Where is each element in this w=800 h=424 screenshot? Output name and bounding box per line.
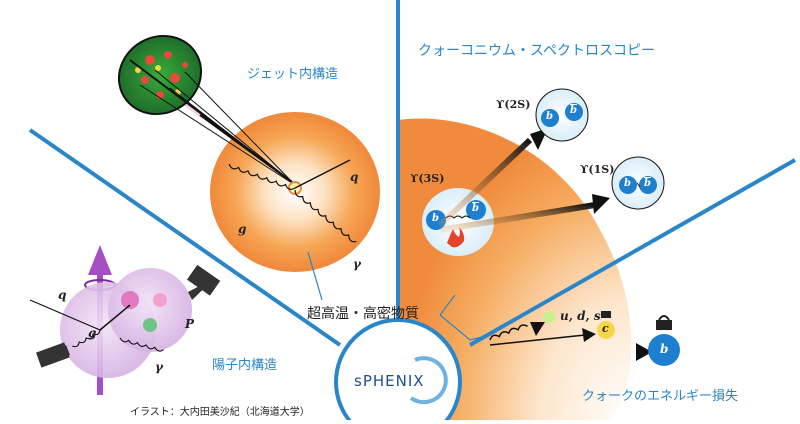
illustration-credit: イラスト：大内田美沙紀（北海道大学） [130, 407, 310, 418]
proton-right [108, 268, 192, 352]
quark-b-1s: b [624, 178, 631, 189]
proton-p-label: P [185, 317, 195, 331]
label-medium: 超高温・高密物質 [307, 306, 419, 322]
label-quarkonium: クォーコニウム・スペクトロスコピー [418, 43, 656, 59]
proton-structure [29, 245, 221, 395]
quark-b-3s: b [432, 213, 439, 224]
state-2s-label: ϒ(2S) [496, 98, 531, 111]
jet-cone [117, 34, 301, 189]
quark-b-2s: b [546, 111, 553, 122]
sphenix-logo-ring [334, 318, 462, 424]
medium-pointer-up [439, 294, 456, 316]
quark-uds-label: u, d, s [560, 309, 601, 323]
medium-pointer-right [439, 314, 491, 341]
sphenix-logo-swirl [409, 356, 448, 405]
gluon-spring [228, 163, 296, 190]
quark-c-label: c [602, 322, 609, 335]
quark-bbar-2s: b [570, 105, 577, 116]
energy-loss [489, 311, 680, 366]
jet-gamma-label: γ [353, 257, 361, 271]
quark-line [294, 159, 351, 189]
proton-g-label: g [88, 326, 97, 340]
bubble-2s [535, 88, 589, 142]
state-1s-label: ϒ(1S) [580, 163, 615, 176]
proton-gamma-label: γ [155, 360, 163, 374]
photon-wave [294, 189, 357, 243]
quark-b-label: b [660, 342, 669, 356]
state-3s-label: ϒ(3S) [410, 172, 445, 185]
proton-q-label: q [58, 288, 67, 302]
jet-cone-mouth [117, 34, 203, 116]
jet-q-label: q [350, 170, 359, 184]
sphenix-logo-text: sPHENIX [354, 372, 425, 390]
quarkonium [422, 88, 665, 256]
label-jet: ジェット内構造 [247, 67, 339, 82]
region-dividers [28, 0, 796, 347]
medium-pointer-left [307, 251, 323, 301]
label-energy-loss: クォークのエネルギー損失 [582, 389, 739, 404]
quark-bbar-1s: b [644, 178, 651, 189]
quark-bbar-3s: b [472, 203, 479, 214]
label-proton: 陽子内構造 [212, 358, 278, 373]
jet-g-label: g [238, 222, 247, 236]
bubble-1s [611, 156, 665, 210]
